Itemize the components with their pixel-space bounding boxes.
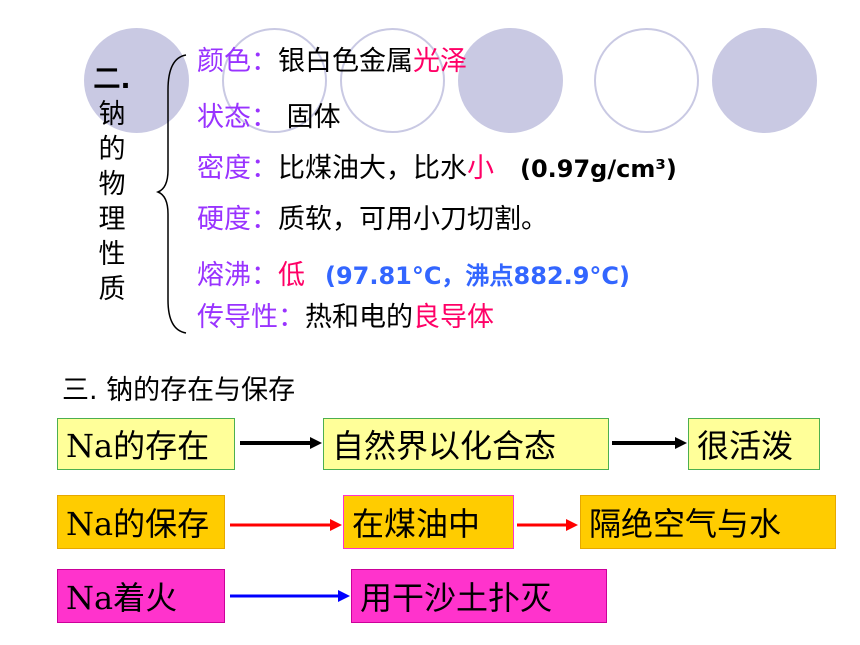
box-na-storage: Na的保存 [57, 495, 225, 549]
prop-label: 密度： [197, 153, 278, 184]
arrowhead-row1-1 [310, 437, 322, 449]
prop-label: 颜色： [197, 46, 278, 77]
prop-text: 质软，可用小刀切割。 [278, 204, 548, 235]
prop-color: 颜色：银白色金属光泽 [197, 44, 467, 80]
arrowhead-row2-1 [330, 519, 342, 531]
decor-circle-4 [458, 28, 563, 133]
title-char: 钠 [98, 99, 126, 130]
decor-circle-6 [712, 28, 817, 133]
prop-hardness: 硬度：质软，可用小刀切割。 [197, 202, 548, 238]
prop-label: 熔沸： [197, 260, 278, 291]
prop-label: 状态： [197, 102, 278, 133]
box-natural-compound: 自然界以化合态 [323, 418, 609, 470]
decor-circle-2 [222, 28, 327, 133]
decor-circle-5 [594, 28, 699, 133]
section2-title: 二. 钠 的 物 理 性 质 [92, 62, 132, 307]
prop-label: 硬度： [197, 204, 278, 235]
title-char: 理 [98, 204, 126, 235]
box-very-active: 很活泼 [688, 418, 820, 470]
prop-value: (0.97g/cm³) [520, 155, 677, 183]
prop-highlight: 光泽 [413, 46, 467, 77]
prop-text: 固体 [278, 102, 341, 133]
box-dry-sand: 用干沙土扑灭 [351, 569, 607, 623]
box-na-existence: Na的存在 [57, 418, 235, 470]
prop-conductivity: 传导性：热和电的良导体 [197, 300, 494, 336]
title-char: 性 [98, 239, 126, 270]
prop-melting: 熔沸：低 (97.81°C，沸点882.9°C) [197, 258, 630, 294]
title-char: 质 [98, 274, 126, 305]
decor-circle-1 [84, 28, 189, 133]
title-char: 二. [93, 64, 131, 95]
prop-state: 状态： 固体 [197, 100, 341, 136]
title-char: 物 [98, 169, 126, 200]
prop-density: 密度：比煤油大，比水小 (0.97g/cm³) [197, 151, 677, 187]
prop-label: 传导性： [197, 302, 305, 333]
title-char: 的 [98, 134, 126, 165]
section3-heading: 三. 钠的存在与保存 [62, 375, 296, 406]
box-isolate-air-water: 隔绝空气与水 [580, 495, 836, 549]
box-in-kerosene: 在煤油中 [343, 495, 514, 549]
decor-circle-3 [340, 28, 445, 133]
box-na-fire: Na着火 [57, 569, 225, 623]
prop-text: 热和电的 [305, 302, 413, 333]
prop-detail: (97.81°C，沸点882.9°C) [325, 262, 630, 290]
prop-highlight: 低 [278, 260, 305, 291]
prop-highlight: 良导体 [413, 302, 494, 333]
arrowhead-row1-2 [675, 437, 687, 449]
prop-text: 比煤油大，比水 [278, 153, 467, 184]
prop-text: 银白色金属 [278, 46, 413, 77]
curly-brace [155, 54, 187, 334]
prop-highlight: 小 [467, 153, 494, 184]
arrowhead-row3-1 [338, 590, 350, 602]
arrowhead-row2-2 [566, 519, 578, 531]
